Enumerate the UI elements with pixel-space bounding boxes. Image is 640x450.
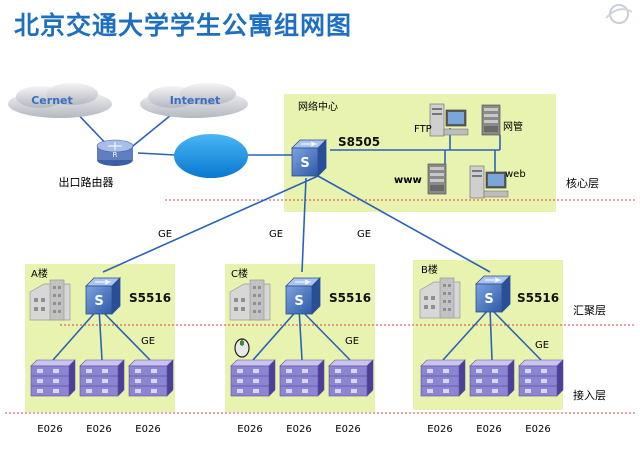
www-server-icon [427, 163, 447, 195]
cables [52, 105, 542, 361]
access-switch-b1-label: E026 [427, 424, 452, 435]
access-switch-a3-icon [128, 359, 174, 397]
mouse-cursor-icon [234, 338, 250, 358]
access-switch-c1-icon [230, 359, 276, 397]
downlink-label-b: GE [535, 340, 549, 351]
core-layer-label: 核心层 [566, 176, 599, 190]
building-c-switch-label: S5516 [329, 291, 371, 305]
building-a-switch-label: S5516 [129, 291, 171, 305]
router-label: 出口路由器 [59, 175, 114, 189]
internet-label: Internet [170, 94, 221, 107]
www-label: www [394, 175, 422, 186]
access-switch-b3-label: E026 [525, 424, 550, 435]
access-switch-a2-label: E026 [86, 424, 111, 435]
building-a-label: A楼 [31, 267, 48, 280]
access-switch-c1-label: E026 [237, 424, 262, 435]
building-a-switch-icon [85, 277, 121, 315]
building-b-switch-label: S5516 [517, 291, 559, 305]
management-label: 网管 [503, 120, 523, 133]
uplink-label-b: GE [357, 229, 371, 240]
building-b-label: B楼 [421, 263, 438, 276]
router-icon: R [96, 139, 134, 166]
wan-ellipse [174, 134, 248, 178]
access-switch-c2-icon [279, 359, 325, 397]
access-switch-a2-icon [79, 359, 125, 397]
uplink-label-a: GE [158, 229, 172, 240]
ftp-label: FTP [414, 124, 432, 135]
access-switch-a1-label: E026 [37, 424, 62, 435]
cernet-label: Cernet [31, 94, 73, 107]
access-switch-b2-label: E026 [476, 424, 501, 435]
cernet-cloud: Cernet [8, 83, 112, 118]
building-c-switch-icon [285, 277, 321, 315]
core-switch-icon [291, 139, 327, 177]
access-switch-c2-label: E026 [286, 424, 311, 435]
access-layer-label: 接入层 [573, 389, 606, 402]
internet-cloud: Internet [140, 83, 248, 118]
access-switch-a3-label: E026 [135, 424, 160, 435]
corner-logo-icon [605, 4, 633, 24]
building-b-switch-icon [475, 275, 511, 313]
access-switch-b3-icon [518, 359, 564, 397]
core-switch-label: S8505 [338, 135, 380, 149]
aggregation-layer-label: 汇聚层 [573, 304, 606, 317]
downlink-label-c: GE [345, 336, 359, 347]
uplink-label-c: GE [269, 229, 283, 240]
management-server-icon [481, 104, 501, 136]
access-switch-c3-label: E026 [335, 424, 360, 435]
building-c-label: C楼 [231, 267, 248, 280]
access-switch-b2-icon [469, 359, 515, 397]
svg-text:R: R [113, 151, 118, 159]
access-switch-a1-icon [30, 359, 76, 397]
network-center-zone [284, 94, 556, 212]
access-switch-c3-icon [328, 359, 374, 397]
access-switch-b1-icon [420, 359, 466, 397]
network-center-label: 网络中心 [298, 100, 338, 113]
downlink-label-a: GE [141, 336, 155, 347]
page-title: 北京交通大学学生公寓组网图 [14, 11, 353, 40]
web-label: web [505, 169, 526, 180]
